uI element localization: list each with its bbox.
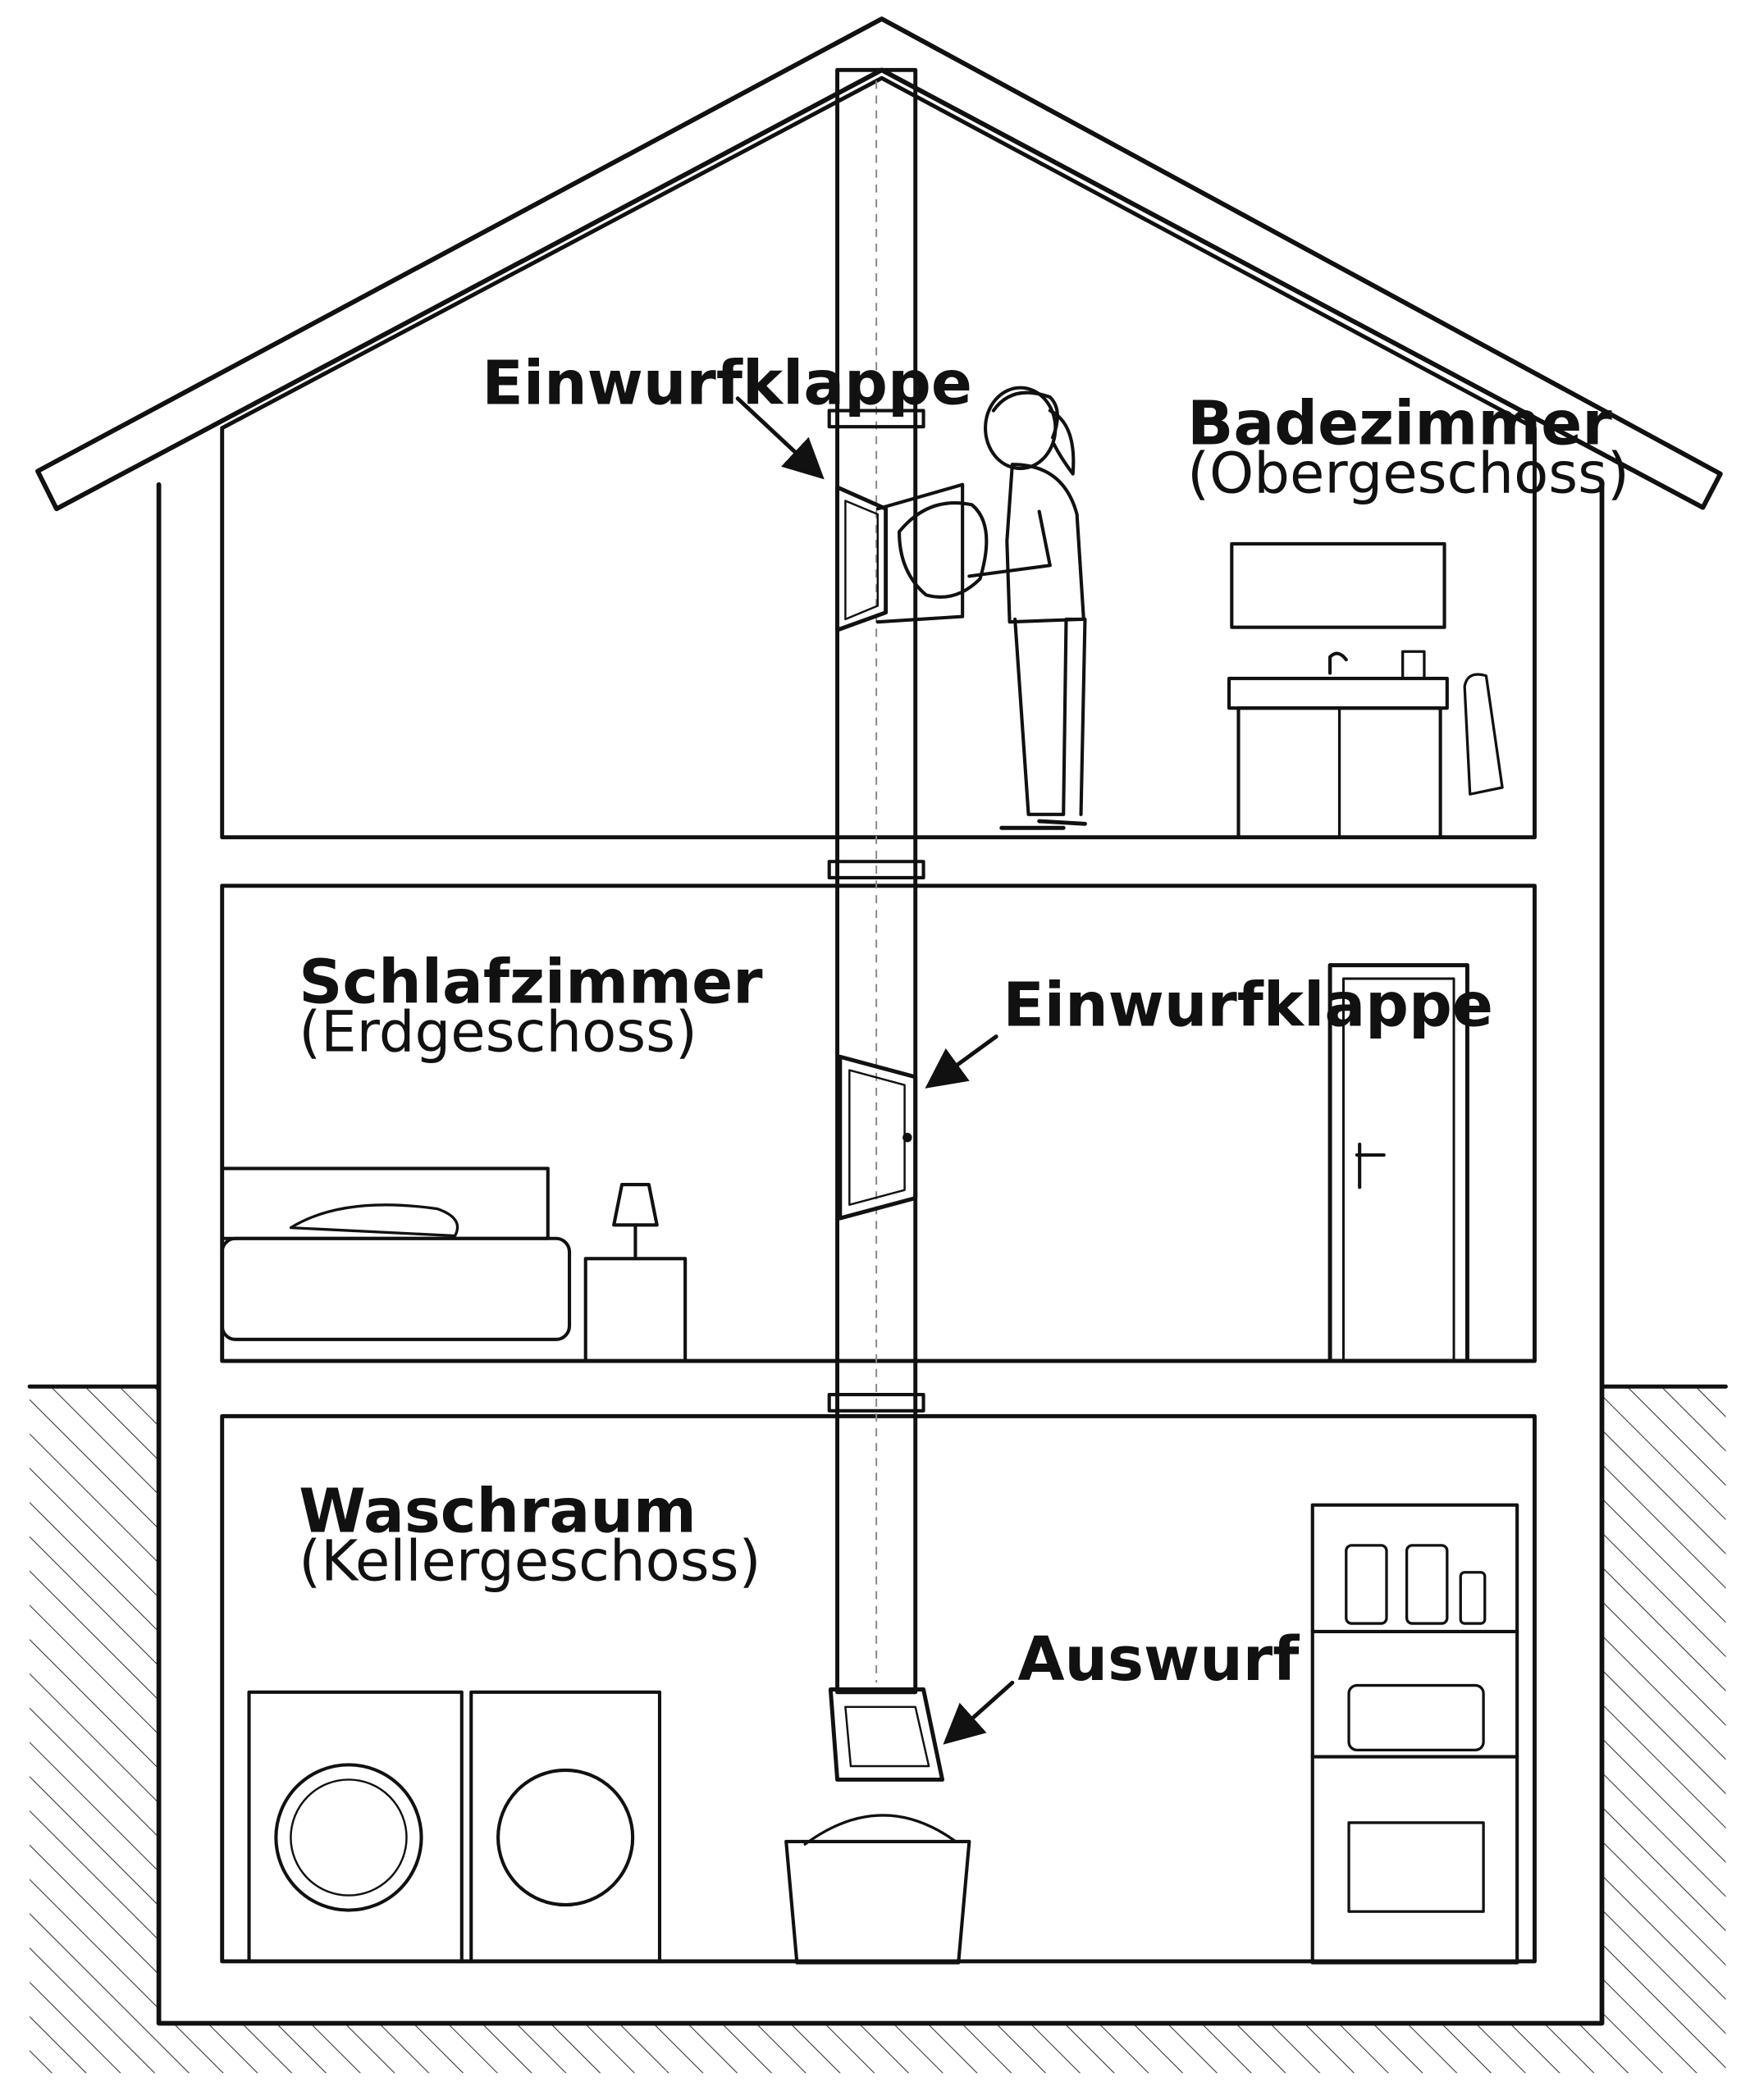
laundry-bundle	[897, 501, 989, 599]
laundry-basket	[784, 1839, 971, 1965]
detergent-bottle	[1345, 1544, 1388, 1625]
chute-collar	[827, 409, 925, 429]
bed-pillow	[289, 1203, 459, 1238]
door-handle	[1355, 1142, 1386, 1189]
washer-door	[274, 1763, 423, 1912]
woman-figure	[897, 386, 1087, 830]
middle-room-outline	[220, 883, 1537, 1363]
exterior-wall	[156, 482, 1605, 2026]
arrow-outlet	[943, 1680, 1015, 1745]
middle-hatch-door	[838, 1054, 918, 1221]
hanging-towel	[1463, 673, 1504, 796]
chute-collar	[827, 860, 925, 879]
soap-dispenser	[1401, 650, 1426, 680]
lower-room-floor: (Kellergeschoss)	[299, 1529, 761, 1595]
bedroom-door	[1327, 963, 1469, 1363]
woman-arm	[967, 509, 1052, 578]
laundry-in-basket	[803, 1814, 957, 1846]
lower-room-name: Waschraum	[299, 1476, 697, 1546]
outlet-inner	[844, 1705, 930, 1768]
door-leaf	[1342, 977, 1455, 1363]
upper-hatch-door	[835, 485, 889, 632]
woman-shoes	[999, 819, 1087, 830]
folded-towels	[1347, 1683, 1485, 1751]
washer-glass	[290, 1778, 408, 1897]
nightstand	[583, 1257, 688, 1363]
soil-right	[1602, 1386, 1726, 2074]
middle-hatch-door-inner	[848, 1069, 906, 1206]
upper-hatch-label: Einwurfklappe	[482, 348, 972, 418]
lamp-shade	[612, 1183, 659, 1227]
laundry-chute	[827, 67, 965, 1782]
arrow-upper-hatch	[735, 396, 825, 480]
bathroom-mirror	[1230, 541, 1446, 629]
shelf-unit	[1310, 1503, 1519, 1965]
soil-bottom	[158, 2023, 1602, 2074]
callout-arrows	[735, 396, 1015, 1745]
detergent-bottle	[1405, 1544, 1449, 1625]
soil-left	[30, 1386, 159, 2074]
woman-legs	[1013, 617, 1087, 816]
bathroom-furniture	[1227, 541, 1504, 839]
washing-machine	[247, 1690, 464, 1964]
bed-mattress	[220, 1236, 572, 1341]
upper-hatch-frame	[875, 482, 965, 624]
arrow-middle-hatch	[925, 1034, 998, 1089]
chute-pipe	[835, 67, 918, 1695]
outlet-label: Auswurf	[1017, 1624, 1300, 1695]
ground	[27, 1384, 1728, 2074]
upper-room-name: Badezimmer	[1187, 389, 1612, 459]
middle-room-floor: (Erdgeschoss)	[299, 1000, 697, 1066]
sink-counter	[1227, 677, 1449, 710]
building-shell	[35, 16, 1723, 2026]
woman-hair	[991, 390, 1059, 440]
woman-ponytail	[1048, 409, 1076, 476]
labels: Einwurfklappe Einwurfklappe Auswurf Bade…	[299, 348, 1629, 1695]
woman-head	[983, 386, 1058, 471]
middle-hatch-handle	[902, 1132, 912, 1143]
upper-hatch-door-inner	[844, 500, 880, 621]
bedroom-furniture	[220, 1166, 688, 1363]
middle-hatch-label: Einwurfklappe	[1003, 970, 1493, 1040]
laundry-room-furniture	[247, 1503, 1519, 1965]
upper-room-floor: (Obergeschoss)	[1187, 441, 1629, 507]
detergent-bottle	[1459, 1571, 1487, 1625]
middle-room-name: Schlafzimmer	[299, 947, 763, 1018]
outlet-funnel	[828, 1687, 944, 1782]
roof	[35, 16, 1723, 512]
bed-headboard	[220, 1166, 550, 1240]
dryer-door	[496, 1768, 635, 1907]
chute-collar	[827, 1393, 925, 1413]
faucet	[1328, 651, 1348, 675]
dryer	[469, 1690, 662, 1964]
storage-box	[1347, 1821, 1485, 1913]
